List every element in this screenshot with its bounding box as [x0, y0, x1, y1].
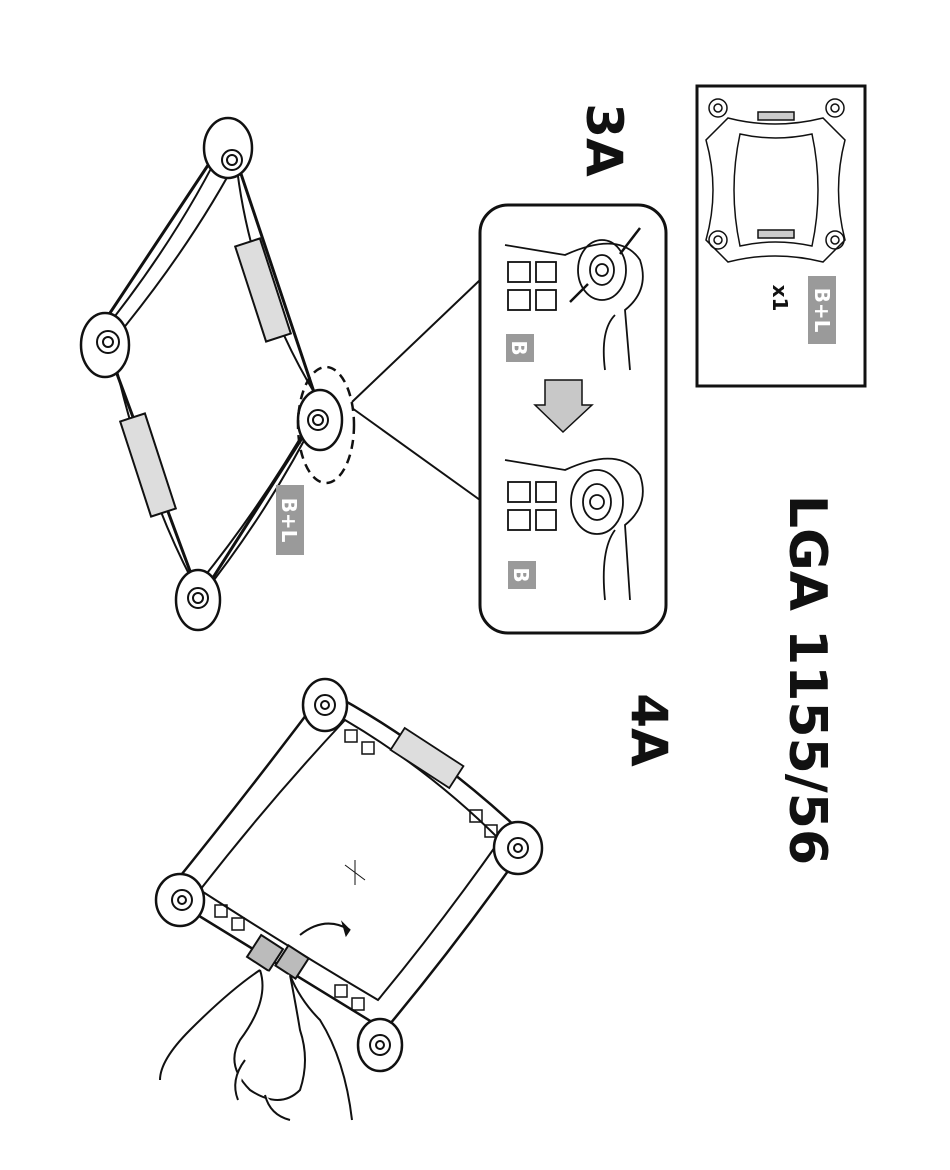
step-4a-label: 4A [620, 693, 678, 767]
part-label: B+L [810, 288, 834, 333]
hand-icon [160, 935, 352, 1120]
bracket-with-tape-illustration [156, 679, 542, 1120]
zoom-before-label: B [507, 340, 531, 355]
zoom-after-label: B [509, 567, 533, 582]
part-quantity: x1 [768, 285, 792, 312]
bracket-label: B+L [277, 498, 301, 543]
zoom-detail-panel: B B [480, 205, 666, 633]
step-3a-label: 3A [575, 103, 633, 177]
parts-box: B+L x1 [697, 86, 865, 386]
socket-title: LGA 1155/56 [777, 495, 837, 865]
